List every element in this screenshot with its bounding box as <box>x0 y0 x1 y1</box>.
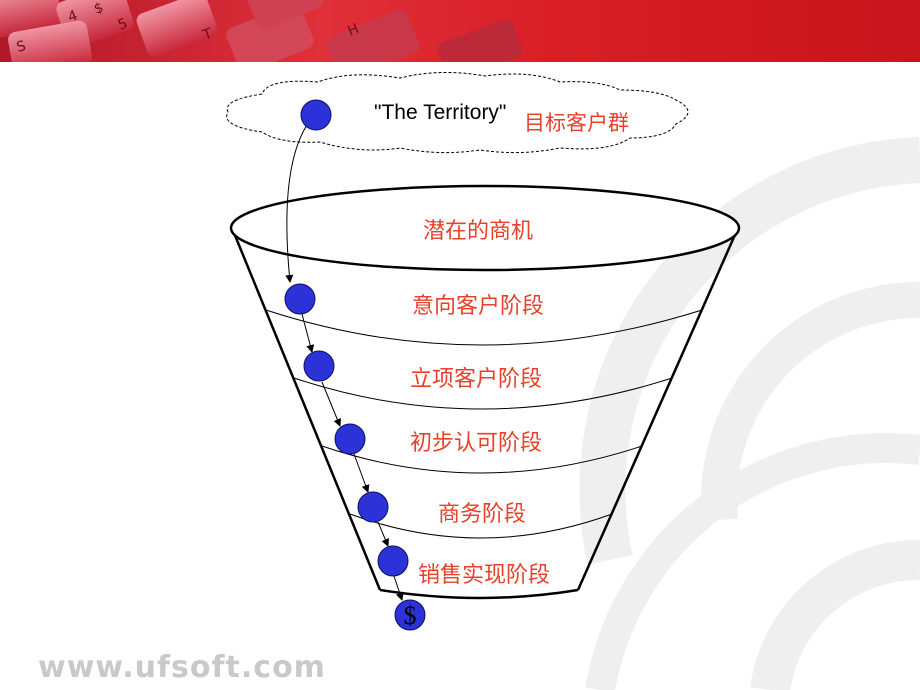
dollar-sign-icon: $ <box>404 601 417 630</box>
footer-watermark: www.ufsoft.com <box>38 650 326 685</box>
prospect-marker-icon <box>377 545 409 577</box>
stage-label: 初步认可阶段 <box>410 431 542 456</box>
progression-markers <box>284 99 426 631</box>
funnel-stage-labels: 潜在的商机 意向客户阶段 立项客户阶段 初步认可阶段 商务阶段 销售实现阶段 <box>410 219 550 588</box>
keyboard-banner-image: $ 5 4 S T H <box>0 0 920 62</box>
territory-label: "The Territory" <box>374 101 506 124</box>
progression-arrows <box>285 117 404 601</box>
stage-label: 商务阶段 <box>438 502 526 527</box>
prospect-marker-icon <box>394 599 426 631</box>
funnel <box>229 184 741 600</box>
territory-label-cn: 目标客户群 <box>524 111 629 135</box>
header-banner: $ 5 4 S T H <box>0 0 920 62</box>
prospect-marker-icon <box>284 283 316 315</box>
prospect-marker-icon <box>303 350 335 382</box>
stage-label: 销售实现阶段 <box>418 563 550 588</box>
prospect-marker-icon <box>357 491 389 523</box>
prospect-marker-icon <box>334 423 366 455</box>
stage-label: 潜在的商机 <box>423 219 533 244</box>
stage-label: 意向客户阶段 <box>412 294 544 319</box>
stage-label: 立项客户阶段 <box>410 367 542 392</box>
svg-text:S: S <box>15 38 28 56</box>
background-swirl-decoration <box>579 137 920 690</box>
territory-cloud: "The Territory" 目标客户群 <box>226 71 689 154</box>
prospect-marker-icon <box>300 99 332 131</box>
